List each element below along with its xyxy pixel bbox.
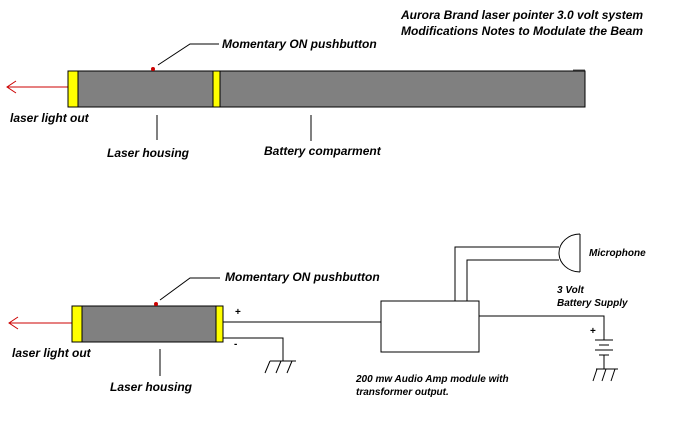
battery-ground-icon <box>592 368 618 382</box>
top-beam-arrow <box>6 80 68 94</box>
top-lens-cap <box>67 70 79 108</box>
laser-ground-icon <box>264 360 296 374</box>
top-section-divider <box>212 70 221 108</box>
title-line-1: Aurora Brand laser pointer 3.0 volt syst… <box>400 8 643 22</box>
mic-wire-outer <box>454 246 559 301</box>
supply-label-line-2: Battery Supply <box>557 298 628 309</box>
plus-terminal-sign: + <box>235 307 241 318</box>
title-line-2: Modifications Notes to Modulate the Beam <box>401 24 643 38</box>
amp-label-line-1: 200 mw Audio Amp module with <box>355 374 509 385</box>
battery-plus-sign: + <box>590 326 596 337</box>
amp-label-line-2: transformer output. <box>356 387 449 398</box>
bottom-pushbutton-dot <box>154 302 158 306</box>
top-housing-body <box>67 70 586 108</box>
mic-wire-inner <box>466 259 559 301</box>
negative-wire <box>223 337 284 361</box>
top-pushbutton-leader <box>157 43 219 66</box>
top-light-out-label: laser light out <box>10 111 90 125</box>
bottom-housing-body <box>71 305 224 343</box>
top-pushbutton-label: Momentary ON pushbutton <box>222 37 377 51</box>
supply-wire <box>479 315 605 340</box>
top-battery-label: Battery comparment <box>264 144 382 158</box>
bottom-rear-contact <box>215 305 224 343</box>
top-pushbutton-dot <box>151 67 155 71</box>
microphone-label: Microphone <box>589 248 646 259</box>
bottom-pushbutton-leader <box>159 277 220 301</box>
top-laser-pointer <box>6 67 586 108</box>
bottom-beam-arrow <box>8 316 72 330</box>
bottom-laser-pointer <box>8 302 224 343</box>
bottom-laser-housing-label: Laser housing <box>110 380 193 394</box>
bottom-lens-cap <box>71 305 83 343</box>
bottom-light-out-label: laser light out <box>12 346 92 360</box>
supply-label-line-1: 3 Volt <box>557 285 585 296</box>
top-laser-housing-label: Laser housing <box>107 146 190 160</box>
minus-terminal-sign: - <box>234 339 237 350</box>
battery-icon <box>595 339 613 369</box>
audio-amp-module <box>380 300 480 353</box>
microphone-icon <box>558 233 581 273</box>
bottom-pushbutton-label: Momentary ON pushbutton <box>225 270 380 284</box>
